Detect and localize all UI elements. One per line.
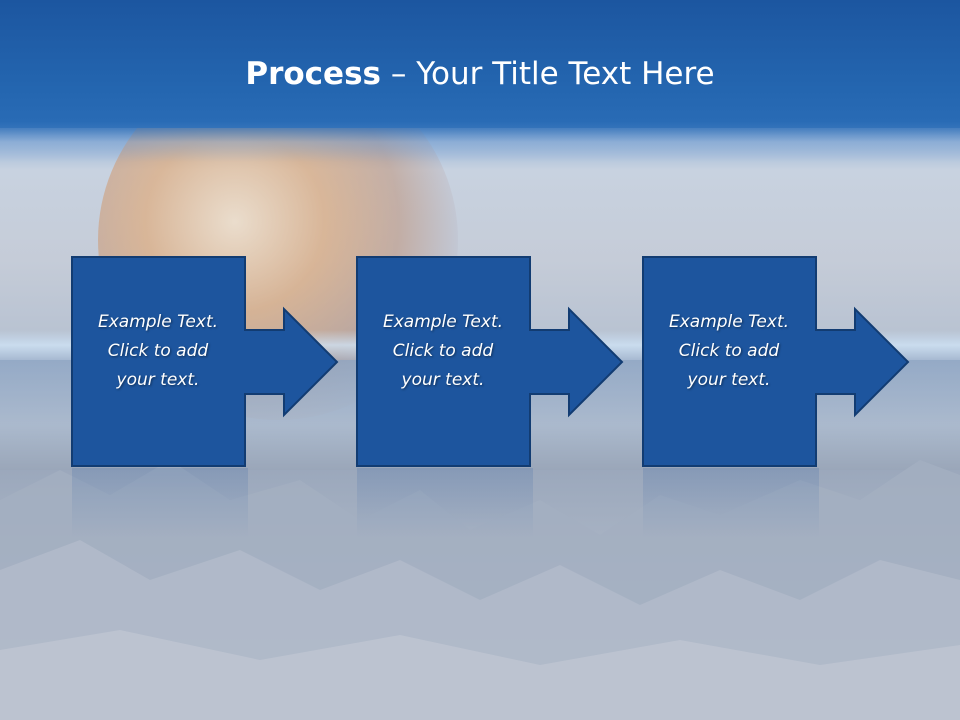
process-step-3[interactable]: Example Text. Click to add your text. <box>642 256 932 468</box>
background-rocks <box>0 460 960 720</box>
step-1-arrow-shape <box>71 256 339 467</box>
step-2-line-2: Click to add <box>392 341 494 361</box>
step-2-text[interactable]: Example Text. Click to add your text. <box>358 308 528 395</box>
step-2-line-1: Example Text. <box>382 312 504 332</box>
process-step-2[interactable]: Example Text. Click to add your text. <box>356 256 646 468</box>
step-3-reflection <box>643 468 819 538</box>
title-bold-part: Process <box>245 56 381 92</box>
step-3-line-1: Example Text. <box>668 312 790 332</box>
step-3-line-2: Click to add <box>678 341 780 361</box>
step-1-line-1: Example Text. <box>97 312 219 332</box>
step-2-arrow-shape <box>356 256 624 467</box>
step-3-arrow-shape <box>642 256 910 467</box>
step-1-line-3: your text. <box>116 370 200 390</box>
step-3-line-3: your text. <box>687 370 771 390</box>
step-1-reflection <box>72 468 248 538</box>
step-2-reflection <box>357 468 533 538</box>
step-1-text[interactable]: Example Text. Click to add your text. <box>73 308 243 395</box>
title-separator: – <box>381 56 417 92</box>
title-rest: Your Title Text Here <box>416 56 715 92</box>
slide-title[interactable]: Process – Your Title Text Here <box>0 52 960 96</box>
step-2-line-3: your text. <box>401 370 485 390</box>
step-1-line-2: Click to add <box>107 341 209 361</box>
title-band-fade <box>0 122 960 162</box>
step-3-text[interactable]: Example Text. Click to add your text. <box>644 308 814 395</box>
process-step-1[interactable]: Example Text. Click to add your text. <box>71 256 361 468</box>
title-band <box>0 0 960 128</box>
